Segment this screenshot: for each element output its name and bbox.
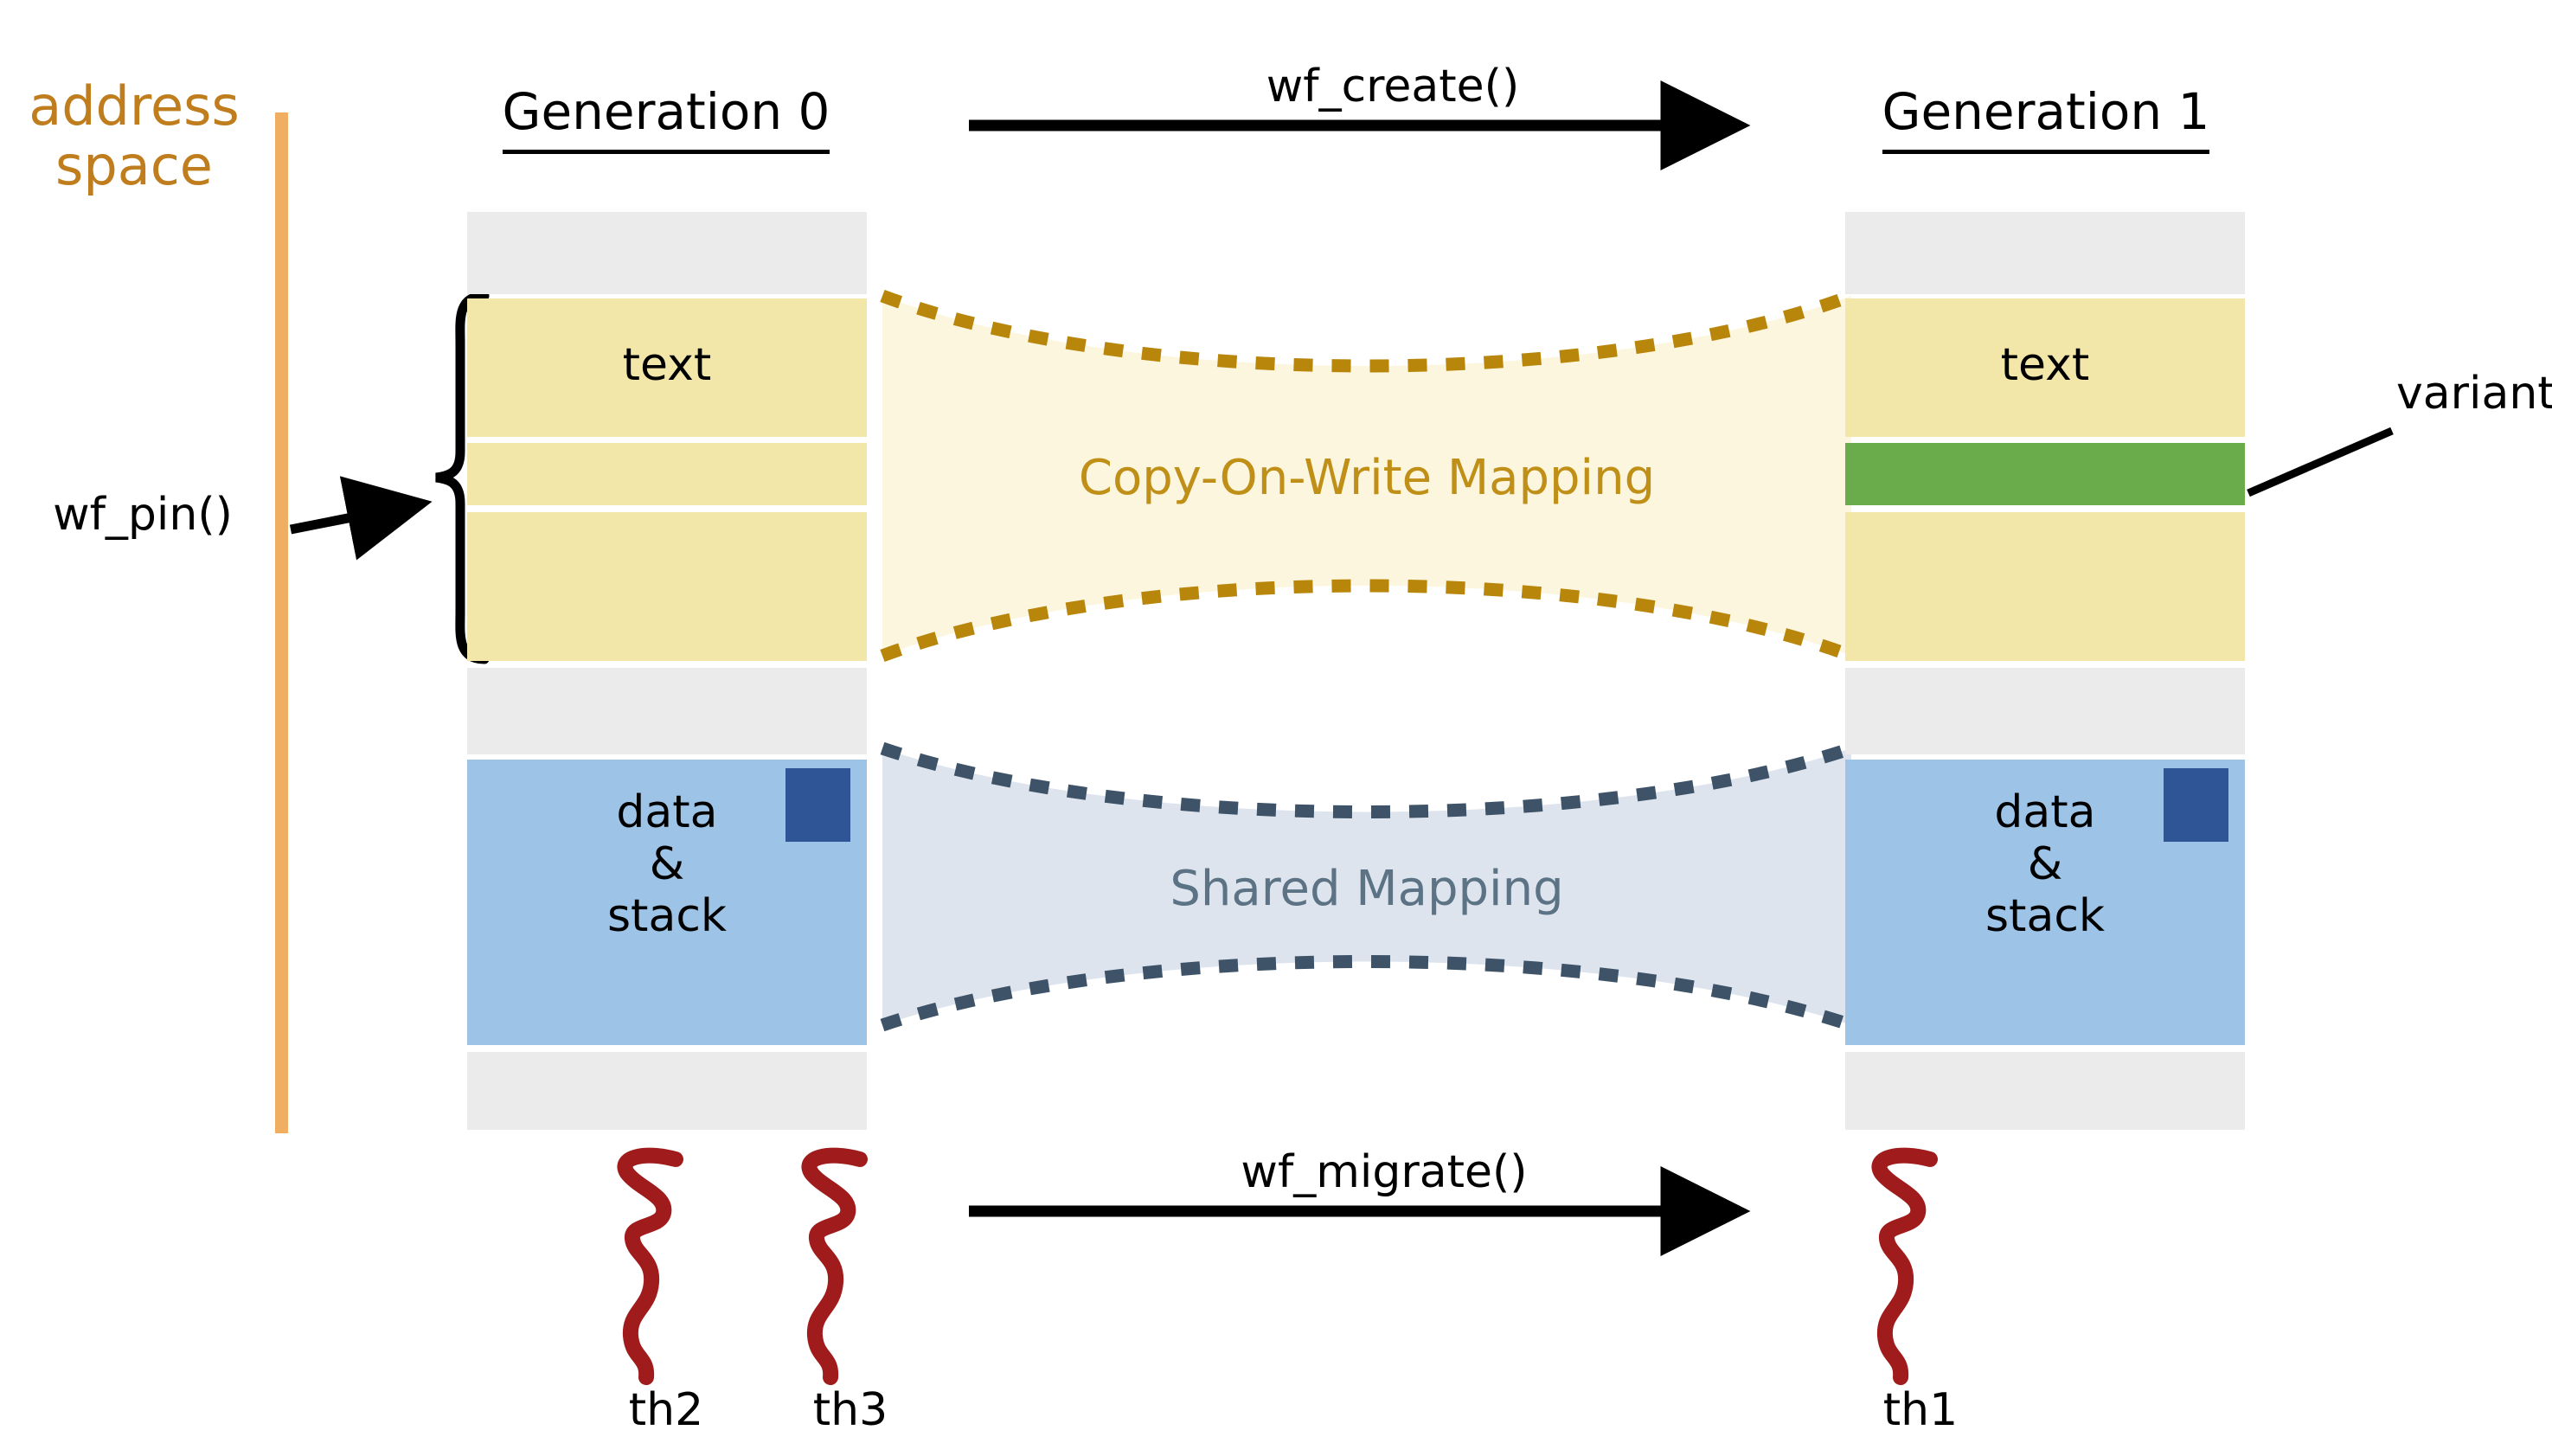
generation-0-segment-text xyxy=(467,298,867,437)
variant-callout-label: variant xyxy=(2396,368,2552,420)
pinned-region-brace xyxy=(435,291,490,664)
wf-pin-arrow xyxy=(289,476,433,561)
address-space-axis-line xyxy=(275,112,288,1133)
generation-0-segment-top-gap xyxy=(467,212,867,294)
thread-squiggle-icon-th1 xyxy=(1871,1147,1938,1385)
generation-0-segment-bottom-gap xyxy=(467,1052,867,1130)
thread-label-th2: th2 xyxy=(628,1384,704,1436)
generation-0-heap-marker xyxy=(785,768,850,842)
address-space-label: address space xyxy=(29,74,240,198)
generation-1-segment-band-3 xyxy=(1845,512,2245,661)
wf-pin-label: wf_pin() xyxy=(53,489,233,541)
variant-callout-leader-line xyxy=(2247,427,2394,497)
copy-on-write-mapping-label: Copy-On-Write Mapping xyxy=(1078,450,1656,506)
wf-create-arrow xyxy=(969,80,1751,170)
generation-1-heap-marker xyxy=(2164,768,2228,842)
generation-1-segment-mid-gap xyxy=(1845,668,2245,754)
generation-0-segment-band-2 xyxy=(467,443,867,505)
shared-mapping-label: Shared Mapping xyxy=(1170,861,1564,917)
thread-label-th3: th3 xyxy=(812,1384,888,1436)
thread-squiggle-icon-th3 xyxy=(801,1147,868,1385)
generation-1-title-text: Generation 1 xyxy=(1882,82,2210,154)
thread-label-th1: th1 xyxy=(1882,1384,1959,1436)
generation-1-segment-text xyxy=(1845,298,2245,437)
generation-0-segment-mid-gap xyxy=(467,668,867,754)
thread-squiggle-icon-th2 xyxy=(617,1147,683,1385)
generation-1-segment-variant xyxy=(1845,443,2245,505)
wf-migrate-label: wf_migrate() xyxy=(1241,1146,1528,1198)
generation-1-segment-top-gap xyxy=(1845,212,2245,294)
wf-create-label: wf_create() xyxy=(1266,61,1520,112)
generation-0-title-text: Generation 0 xyxy=(502,82,830,154)
generation-1-segment-bottom-gap xyxy=(1845,1052,2245,1130)
generation-1-title: Generation 1 xyxy=(1843,82,2249,154)
wf-migrate-arrow xyxy=(969,1166,1751,1256)
generation-0-segment-band-3 xyxy=(467,512,867,661)
generation-0-title: Generation 0 xyxy=(463,82,869,154)
